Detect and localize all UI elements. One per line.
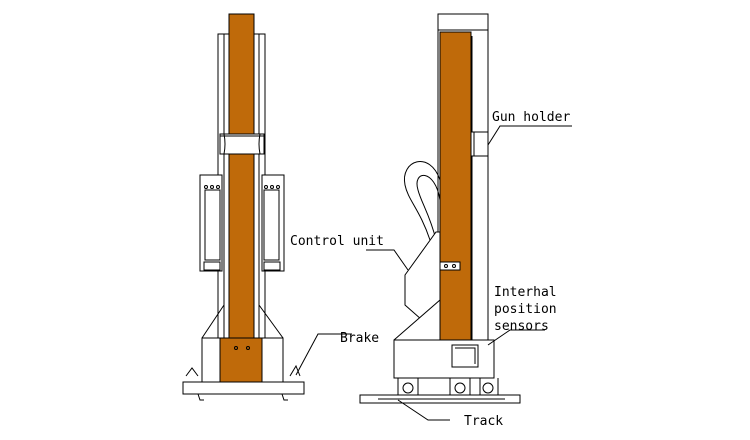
front-column-lines (228, 300, 255, 338)
leader-brake (295, 333, 352, 376)
control-unit-bolt-1 (444, 264, 448, 268)
front-column-base (219, 337, 263, 383)
leader-internal-sensors (487, 329, 545, 346)
front-right-bolt-3 (276, 185, 280, 189)
front-bottom-plate (182, 381, 305, 395)
label-internal-line1: Interhal (494, 285, 557, 300)
label-internal-line3: sensors (494, 319, 549, 334)
side-wheels (397, 378, 499, 395)
side-column (439, 31, 472, 341)
front-column (228, 13, 255, 385)
leader-control-unit (366, 249, 409, 271)
label-track: Track (464, 414, 503, 429)
front-left-bracket-foot (203, 261, 221, 271)
leader-track (397, 399, 450, 421)
wheel-2 (454, 382, 466, 394)
front-right-bracket-inner (263, 189, 280, 261)
front-right-bolt-2 (270, 185, 274, 189)
sensor-box (451, 344, 479, 368)
side-gun-holder (470, 131, 489, 157)
front-left-bolt-2 (210, 185, 214, 189)
control-unit-mount (439, 261, 461, 271)
sensor-box-inner (455, 347, 476, 364)
side-base-slope (393, 298, 441, 341)
leader-gun-holder (487, 125, 572, 146)
label-gun-holder: Gun holder (492, 110, 570, 125)
front-base-dot-2 (246, 346, 250, 350)
label-brake: Brake (340, 331, 379, 346)
control-unit-bolt-2 (452, 264, 456, 268)
front-feet (197, 393, 288, 401)
front-base-dot-1 (234, 346, 238, 350)
wheel-brackets (397, 378, 499, 395)
front-left-bolt-1 (204, 185, 208, 189)
front-left-bolt-3 (216, 185, 220, 189)
front-left-bracket-inner (204, 189, 221, 261)
label-control-unit: Control unit (290, 234, 384, 249)
cable-hook (403, 161, 441, 241)
labels: Gun holder Control unit Interhal positio… (290, 110, 570, 429)
side-view (359, 13, 521, 404)
front-brake-handles (185, 364, 301, 377)
side-base-housing (393, 339, 495, 379)
label-internal-line2: position (494, 302, 557, 317)
front-right-bolt-1 (264, 185, 268, 189)
wheel-1 (402, 382, 414, 394)
front-right-bracket-foot (263, 261, 281, 271)
leader-lines (295, 125, 572, 421)
front-view (182, 13, 305, 401)
front-gun-holder (219, 133, 265, 155)
wheel-3 (482, 382, 494, 394)
